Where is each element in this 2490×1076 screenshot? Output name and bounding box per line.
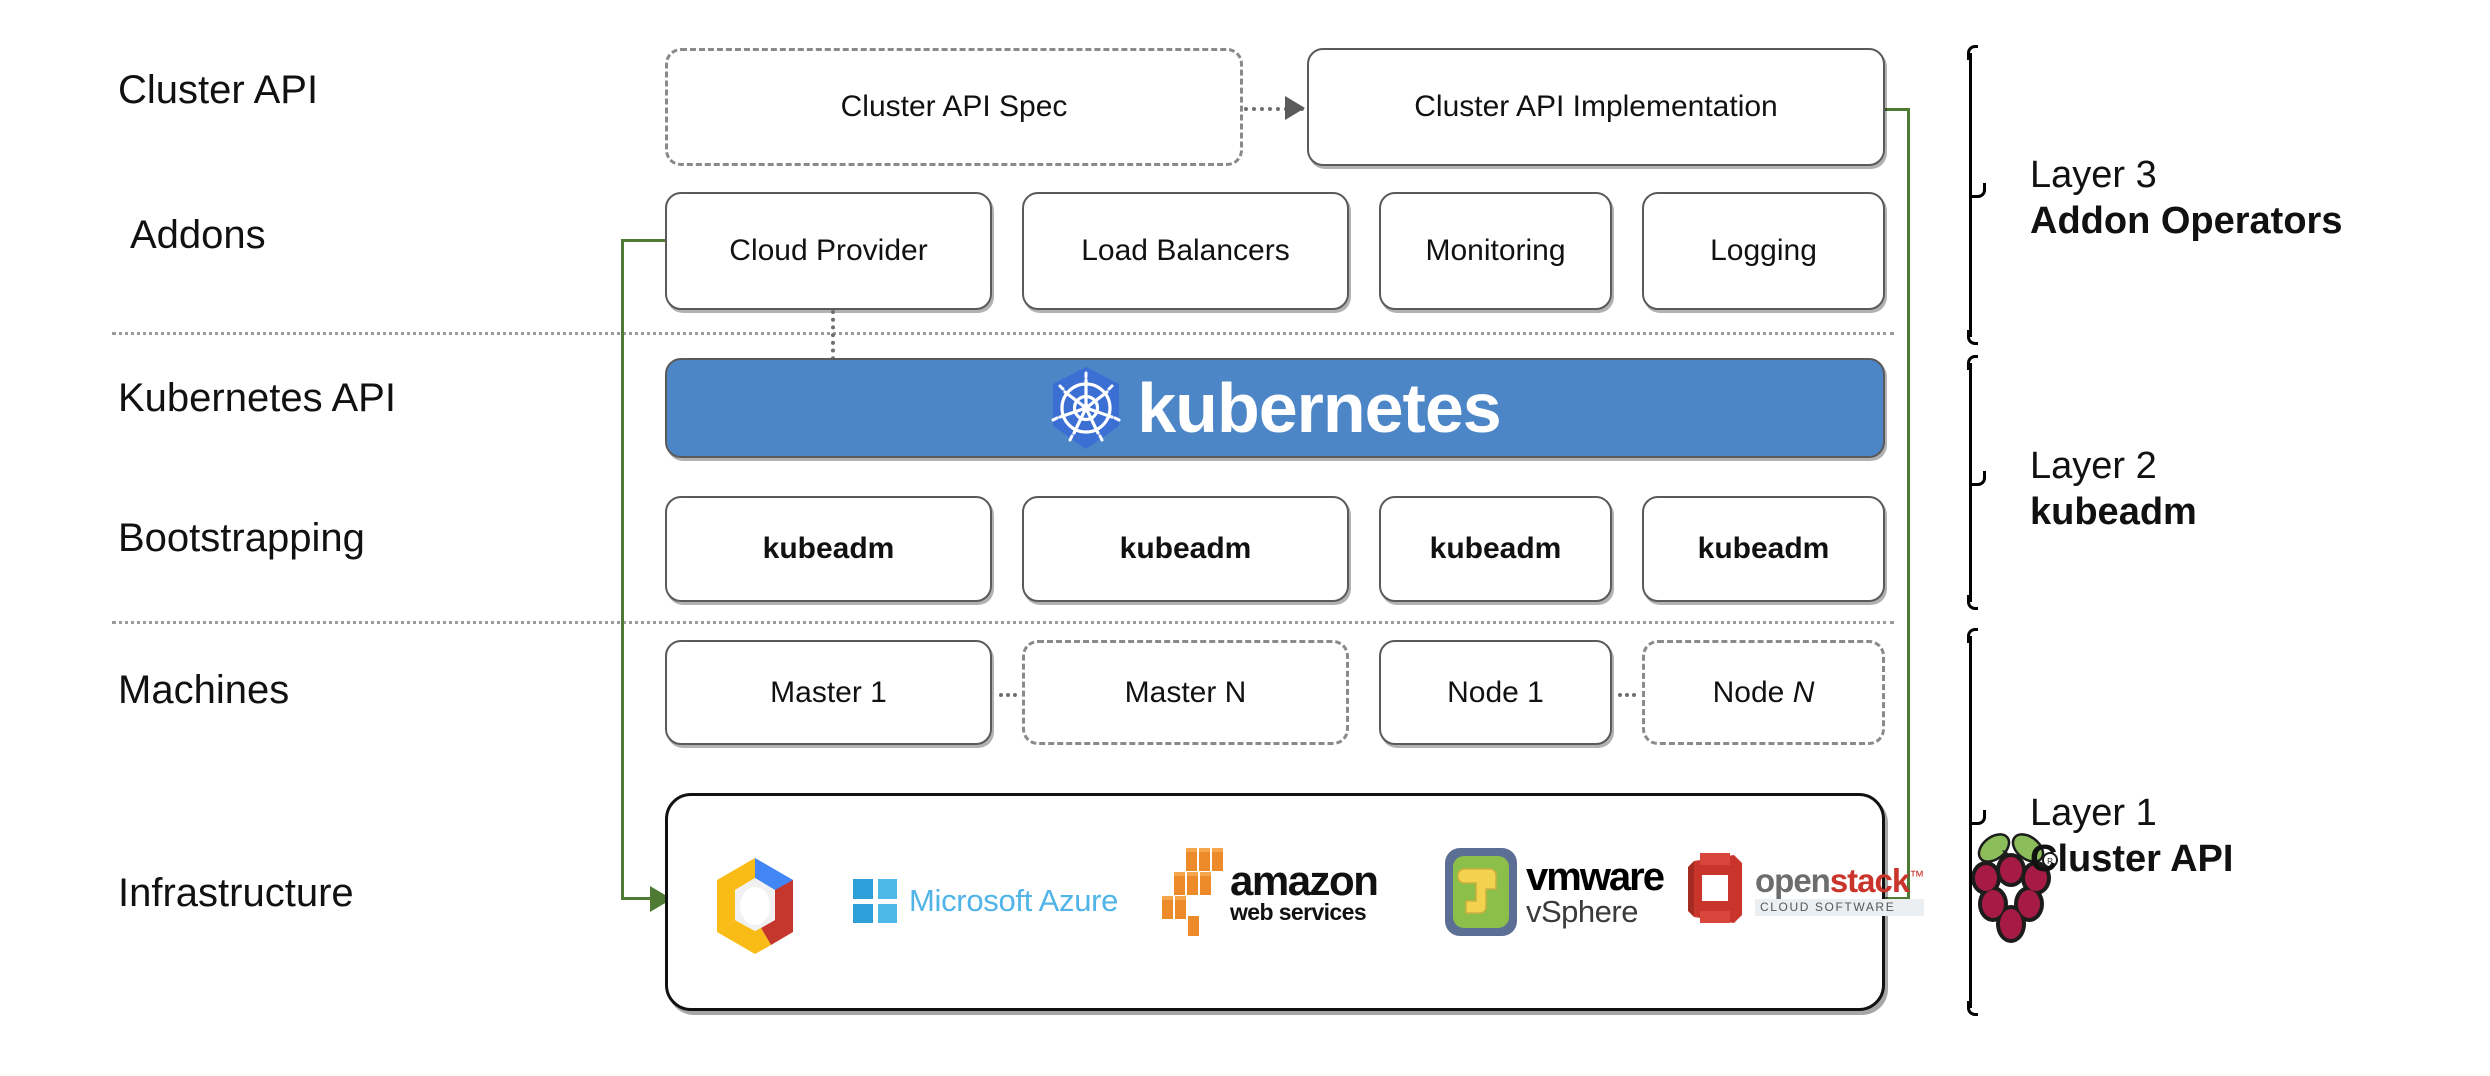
box-kubeadm-1-label: kubeadm xyxy=(762,532,895,565)
box-cluster-api-spec[interactable]: Cluster API Spec xyxy=(665,48,1243,166)
green-connector-left-bottom xyxy=(621,897,656,900)
connector-spec-to-implementation xyxy=(1244,107,1304,111)
row-label-addons: Addons xyxy=(130,213,266,257)
box-kubeadm-4[interactable]: kubeadm xyxy=(1642,496,1885,602)
row-label-kubernetes-api: Kubernetes API xyxy=(118,376,396,420)
row-label-bootstrapping: Bootstrapping xyxy=(118,516,365,560)
raspberry-pi-logo: R xyxy=(1964,826,2058,948)
connector-node1-to-nodeN xyxy=(1618,693,1636,697)
arrow-spec-to-implementation xyxy=(1285,96,1305,120)
openstack-open-label: open xyxy=(1755,862,1831,900)
green-connector-right-top xyxy=(1860,108,1910,111)
google-cloud-platform-logo xyxy=(707,854,803,958)
green-connector-left-stem xyxy=(621,239,624,899)
box-kubeadm-4-label: kubeadm xyxy=(1697,532,1830,565)
box-machine-master-1-label: Master 1 xyxy=(770,675,887,709)
separator-layer3-layer2 xyxy=(112,332,1894,335)
layer-2-line2: kubeadm xyxy=(2030,491,2197,534)
box-kubeadm-2[interactable]: kubeadm xyxy=(1022,496,1349,602)
box-cluster-api-implementation[interactable]: Cluster API Implementation xyxy=(1307,48,1885,166)
connector-cloud-provider-to-kubernetes xyxy=(831,310,835,368)
separator-layer2-layer1 xyxy=(112,621,1894,624)
box-kubeadm-3[interactable]: kubeadm xyxy=(1379,496,1612,602)
openstack-cloud-software-label: CLOUD SOFTWARE xyxy=(1755,899,1925,916)
layer-2-line1: Layer 2 xyxy=(2030,445,2157,487)
box-addon-load-balancers[interactable]: Load Balancers xyxy=(1022,192,1349,310)
microsoft-windows-tiles-icon xyxy=(853,879,897,923)
layer-3-line1: Layer 3 xyxy=(2030,154,2157,196)
box-machine-master-n-label: Master N xyxy=(1124,675,1247,709)
box-addon-load-balancers-label: Load Balancers xyxy=(1081,234,1290,267)
layer-3-line2: Addon Operators xyxy=(2030,200,2343,243)
connector-master1-to-masterN xyxy=(999,693,1017,697)
layer-2-label: Layer 2 kubeadm xyxy=(2030,443,2197,536)
row-label-cluster-api: Cluster API xyxy=(118,68,319,112)
box-machine-node-n-label: Node N xyxy=(1712,675,1815,709)
box-addon-logging-label: Logging xyxy=(1710,234,1817,267)
layer-1-line2: Cluster API xyxy=(2030,838,2234,881)
box-addon-logging[interactable]: Logging xyxy=(1642,192,1885,310)
openstack-logo: openstack™ CLOUD SOFTWARE xyxy=(1686,851,1925,929)
green-connector-right-bottom xyxy=(1860,897,1910,900)
brace-layer-1 xyxy=(1955,628,1995,1016)
web-services-label: web services xyxy=(1230,898,1367,925)
box-kubeadm-2-label: kubeadm xyxy=(1119,532,1252,565)
box-addon-monitoring-label: Monitoring xyxy=(1425,234,1566,267)
box-addon-cloud-provider[interactable]: Cloud Provider xyxy=(665,192,992,310)
green-connector-left-top xyxy=(621,239,671,242)
vmware-vsphere-logo: vmware vSphere xyxy=(1444,847,1665,937)
box-cluster-api-implementation-label: Cluster API Implementation xyxy=(1414,90,1778,123)
box-machine-master-1[interactable]: Master 1 xyxy=(665,640,992,745)
brace-layer-2 xyxy=(1955,355,1995,610)
box-kubeadm-3-label: kubeadm xyxy=(1429,532,1562,565)
box-infrastructure[interactable]: Microsoft Azure amazon web service xyxy=(665,793,2058,1011)
layer-3-label: Layer 3 Addon Operators xyxy=(2030,152,2342,245)
row-label-infrastructure: Infrastructure xyxy=(118,871,354,915)
microsoft-azure-logo: Microsoft Azure xyxy=(853,879,1118,923)
kubernetes-helm-wheel-icon xyxy=(1049,365,1123,451)
amazon-label: amazon xyxy=(1230,857,1379,905)
layer-1-line1: Layer 1 xyxy=(2030,792,2157,834)
amazon-web-services-logo: amazon web services xyxy=(1158,848,1379,938)
vsphere-label: vSphere xyxy=(1526,893,1638,929)
kubernetes-banner[interactable]: kubernetes xyxy=(665,358,1885,458)
box-machine-node-n[interactable]: Node N xyxy=(1642,640,1885,745)
kubernetes-wordmark: kubernetes xyxy=(1137,369,1501,447)
box-kubeadm-1[interactable]: kubeadm xyxy=(665,496,992,602)
box-machine-node-1[interactable]: Node 1 xyxy=(1379,640,1612,745)
microsoft-azure-label: Microsoft Azure xyxy=(909,883,1119,918)
box-addon-cloud-provider-label: Cloud Provider xyxy=(729,234,928,267)
row-label-machines: Machines xyxy=(118,668,290,712)
brace-layer-3 xyxy=(1955,45,1995,345)
box-cluster-api-spec-label: Cluster API Spec xyxy=(840,90,1068,123)
layer-1-label: Layer 1 Cluster API xyxy=(2030,790,2233,883)
box-addon-monitoring[interactable]: Monitoring xyxy=(1379,192,1612,310)
box-machine-master-n[interactable]: Master N xyxy=(1022,640,1349,745)
box-machine-node-1-label: Node 1 xyxy=(1447,675,1544,709)
vmware-label: vmware xyxy=(1526,854,1665,899)
svg-text:R: R xyxy=(2047,857,2053,866)
green-connector-right-stem xyxy=(1907,108,1910,899)
openstack-stack-label: stack xyxy=(1829,862,1910,900)
